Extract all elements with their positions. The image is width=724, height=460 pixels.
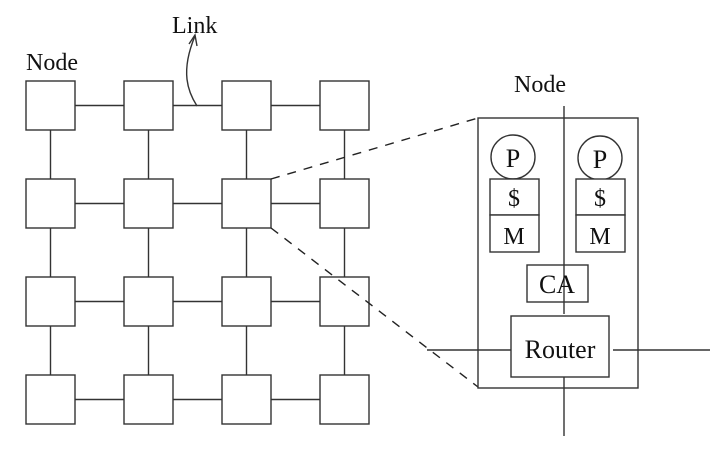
- cache-2: [575, 178, 626, 216]
- zoom-line-top: [270, 117, 479, 180]
- mesh-node: [123, 80, 174, 131]
- communication-assist-label: CA: [539, 270, 575, 299]
- link-pointer-arrow: [185, 33, 198, 107]
- mesh-links: [49, 104, 346, 401]
- mesh-node: [319, 80, 370, 131]
- mesh-node: [221, 276, 272, 327]
- detail-node-label: Node: [514, 72, 566, 98]
- mesh-node: [319, 374, 370, 425]
- cache-2-label: $: [594, 186, 606, 212]
- memory-2-label: M: [589, 224, 610, 250]
- processor-2-label: P: [593, 145, 607, 174]
- mesh-node: [123, 276, 174, 327]
- memory-1: [489, 214, 540, 253]
- mesh-node: [319, 178, 370, 229]
- mesh-node: [25, 80, 76, 131]
- router: [510, 315, 610, 378]
- mesh-node-label: Node: [26, 50, 78, 76]
- processor-1-label: P: [506, 144, 520, 173]
- mesh-nodes: [25, 80, 370, 425]
- processor-unit-1: P $ M: [489, 134, 540, 253]
- mesh-node: [25, 178, 76, 229]
- communication-assist: [526, 264, 589, 303]
- mesh-node: [123, 178, 174, 229]
- mesh-node: [25, 374, 76, 425]
- mesh-node: [25, 276, 76, 327]
- mesh-node-zoomed: [221, 178, 272, 229]
- processor-unit-2: P $ M: [575, 135, 626, 253]
- mesh-node: [123, 374, 174, 425]
- mesh-node: [221, 80, 272, 131]
- router-label: Router: [525, 335, 596, 364]
- zoom-line-bottom: [270, 227, 479, 388]
- node-detail: Node P $ M P $ M CA Router: [427, 72, 710, 436]
- cache-1-label: $: [508, 186, 520, 212]
- mesh-node: [221, 374, 272, 425]
- memory-1-label: M: [503, 224, 524, 250]
- memory-2: [575, 214, 626, 253]
